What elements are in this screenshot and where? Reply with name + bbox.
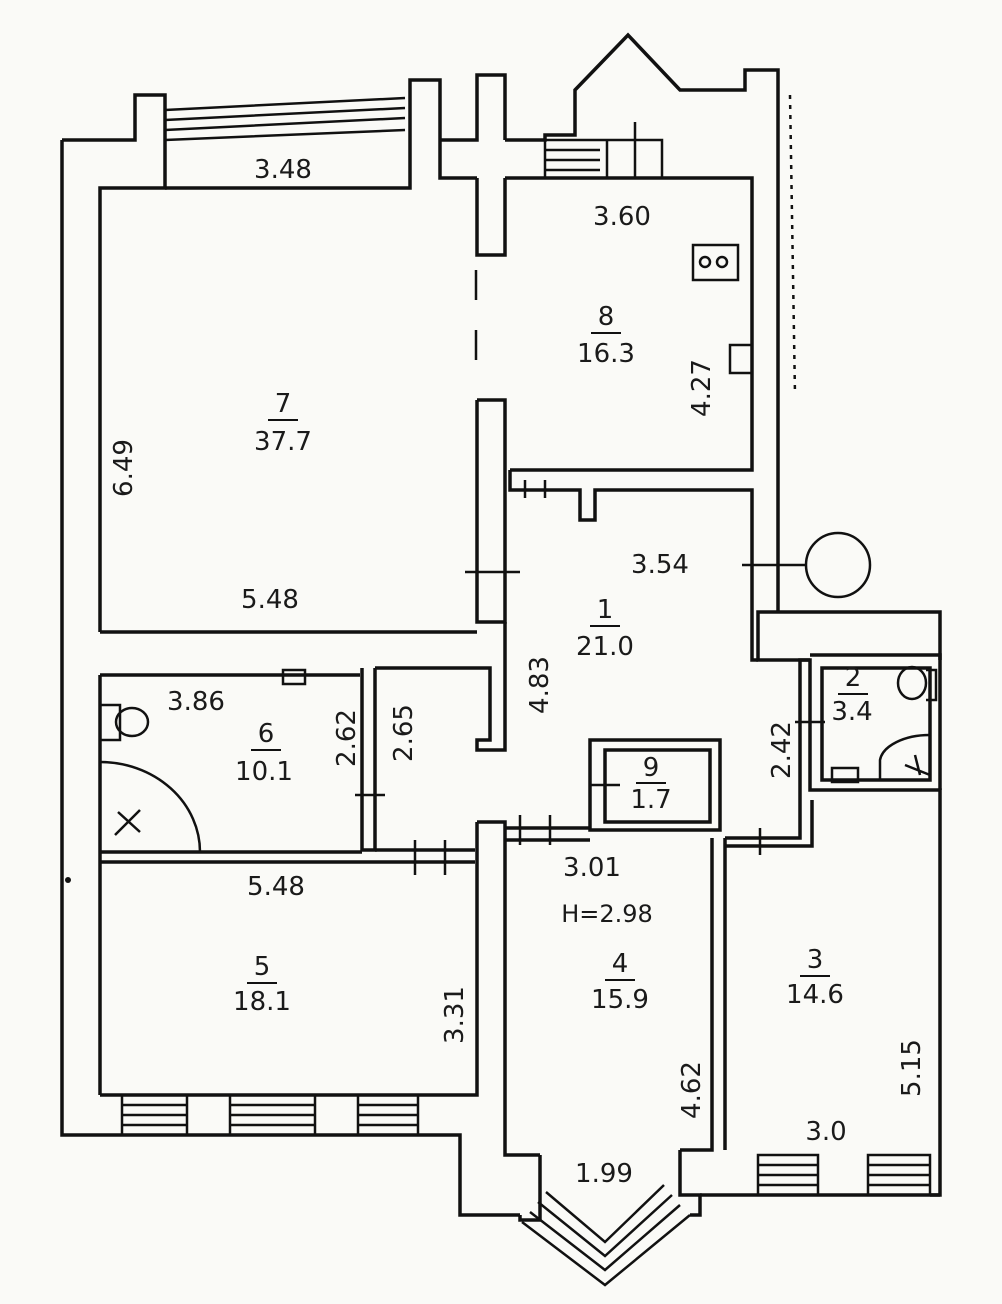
dimension-label: 2.42 — [767, 721, 797, 779]
room-4-label: 4 15.9 — [591, 949, 649, 1015]
svg-text:16.3: 16.3 — [577, 339, 635, 369]
svg-text:18.1: 18.1 — [233, 987, 291, 1017]
dimension-label: 3.60 — [593, 202, 651, 232]
dimension-label: 3.0 — [805, 1117, 846, 1147]
dimension-label: 3.48 — [254, 155, 312, 185]
room-2-label: 2 3.4 — [831, 663, 872, 727]
dimension-label: 4.62 — [677, 1061, 707, 1119]
dimension-label: 5.48 — [241, 585, 299, 615]
svg-text:14.6: 14.6 — [786, 980, 844, 1010]
svg-text:3: 3 — [807, 945, 824, 975]
room-5-label: 5 18.1 — [233, 952, 291, 1017]
toilet-icon — [896, 665, 938, 702]
room-1-label: 1 21.0 — [576, 595, 634, 662]
room-6-label: 6 10.1 — [235, 719, 293, 787]
stove-icon — [691, 243, 740, 282]
dimension-label: 3.54 — [631, 550, 689, 580]
svg-text:15.9: 15.9 — [591, 985, 649, 1015]
dimension-label: 4.27 — [687, 359, 717, 417]
svg-text:21.0: 21.0 — [576, 632, 634, 662]
washbasin-icon — [281, 668, 307, 686]
fixtures — [65, 243, 938, 883]
wall-marker-icon — [65, 877, 71, 883]
room-labels: 7 37.7 8 16.3 1 21.0 2 3.4 6 10.1 9 1.7 — [233, 302, 873, 1017]
dimension-label: 3.31 — [440, 986, 470, 1044]
dimension-label: 3.86 — [167, 687, 225, 717]
dimension-label: 2.65 — [389, 704, 419, 762]
dimension-label: 4.83 — [525, 656, 555, 714]
room-7-label: 7 37.7 — [254, 389, 312, 457]
toilet-icon — [100, 703, 150, 742]
interior-walls — [100, 178, 942, 1287]
sink-icon — [728, 343, 754, 375]
room-9-label: 9 1.7 — [630, 753, 671, 815]
svg-text:3.4: 3.4 — [831, 697, 872, 727]
ceiling-height-label: H=2.98 — [561, 900, 653, 928]
svg-text:7: 7 — [275, 389, 292, 419]
dimension-label: 5.15 — [897, 1039, 927, 1097]
svg-text:8: 8 — [598, 302, 615, 332]
svg-text:1: 1 — [597, 595, 614, 625]
svg-text:10.1: 10.1 — [235, 757, 293, 787]
svg-text:9: 9 — [643, 753, 660, 783]
washbasin-icon — [830, 766, 860, 784]
door-swing-icon — [98, 760, 202, 854]
outer-walls — [60, 32, 942, 1217]
dimension-label: 6.49 — [109, 439, 139, 497]
svg-text:5: 5 — [254, 952, 271, 982]
room-3-label: 3 14.6 — [786, 945, 844, 1010]
svg-text:4: 4 — [612, 949, 629, 979]
dimension-labels: 3.48 6.49 5.48 3.60 4.27 3.54 4.83 2.42 … — [109, 155, 927, 1189]
shower-icon — [878, 733, 931, 780]
dimension-label: 3.01 — [563, 853, 621, 883]
room-8-label: 8 16.3 — [577, 302, 635, 369]
svg-text:6: 6 — [258, 719, 275, 749]
dimension-label: 2.62 — [332, 709, 362, 767]
svg-text:2: 2 — [845, 663, 862, 693]
windows — [120, 1093, 932, 1197]
dimension-label: 5.48 — [247, 872, 305, 902]
dimension-label: 1.99 — [575, 1159, 633, 1189]
svg-text:1.7: 1.7 — [630, 785, 671, 815]
svg-text:37.7: 37.7 — [254, 427, 312, 457]
